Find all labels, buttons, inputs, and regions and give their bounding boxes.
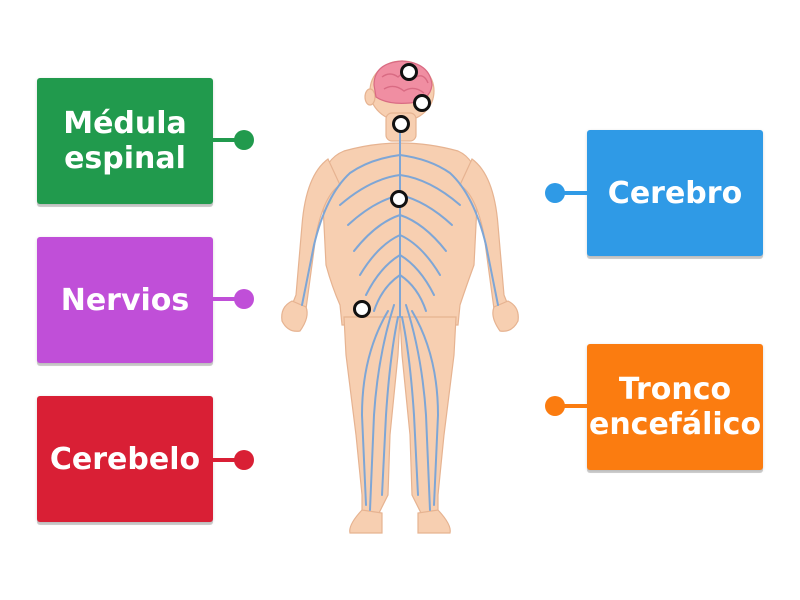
label-card-medula-espinal[interactable]: Médula espinal (37, 78, 213, 204)
label-card-tronco-encefalico[interactable]: Tronco encefálico (587, 344, 763, 470)
connector-line-nervios (212, 297, 252, 301)
connector-line-cerebro (555, 191, 595, 195)
hotspot-nerves[interactable] (353, 300, 371, 318)
hotspot-brainstem[interactable] (392, 115, 410, 133)
connector-line-cerebelo (212, 458, 252, 462)
label-text-cerebelo: Cerebelo (49, 441, 201, 477)
connector-line-medula-espinal (212, 138, 252, 142)
label-text-cerebro: Cerebro (607, 175, 743, 211)
label-card-cerebro[interactable]: Cerebro (587, 130, 763, 256)
label-text-medula-espinal: Médula espinal (63, 106, 187, 176)
hotspot-spinal-cord[interactable] (390, 190, 408, 208)
human-body-figure (270, 55, 530, 545)
connector-line-tronco-encefalico (555, 404, 595, 408)
label-text-tronco-encefalico: Tronco encefálico (588, 372, 762, 442)
hotspot-brain-top[interactable] (400, 63, 418, 81)
connector-dot-cerebelo[interactable] (234, 450, 254, 470)
connector-dot-nervios[interactable] (234, 289, 254, 309)
nervous-system-illustration (281, 60, 519, 534)
connector-dot-tronco-encefalico[interactable] (545, 396, 565, 416)
label-card-nervios[interactable]: Nervios (37, 237, 213, 363)
label-card-cerebelo[interactable]: Cerebelo (37, 396, 213, 522)
connector-dot-medula-espinal[interactable] (234, 130, 254, 150)
connector-dot-cerebro[interactable] (545, 183, 565, 203)
label-text-nervios: Nervios (60, 282, 190, 318)
hotspot-cerebellum[interactable] (413, 94, 431, 112)
